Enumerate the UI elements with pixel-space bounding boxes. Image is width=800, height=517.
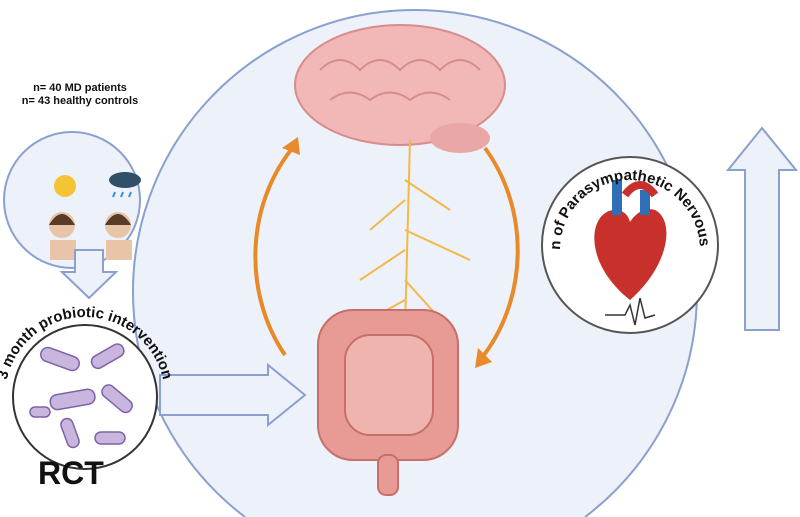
rain-cloud-icon [109, 172, 141, 198]
person-happy-icon [49, 212, 76, 260]
sample-size-label: n= 40 MD patients n= 43 healthy controls [20, 82, 140, 108]
controls-count: n= 43 healthy controls [21, 95, 139, 107]
heart-icon [594, 180, 667, 300]
patients-count: n= 40 MD patients [33, 82, 127, 94]
down-arrow-icon [59, 249, 119, 300]
brain-icon [294, 24, 506, 153]
up-arrow-icon [725, 126, 799, 331]
gut-to-brain-arrow [253, 143, 297, 357]
vagus-nerve-icon [349, 139, 471, 331]
sun-icon [54, 175, 76, 197]
participants-circle [3, 131, 141, 269]
ecg-icon [605, 297, 656, 326]
brain-to-gut-arrow [478, 146, 520, 362]
arrowhead-icon [282, 137, 300, 155]
arrowhead-icon [475, 348, 492, 368]
intestine-icon [317, 309, 459, 496]
right-arrow-icon [159, 362, 307, 428]
person-sad-icon [105, 212, 132, 260]
bacteria-icon [29, 343, 133, 449]
study-design-label: RCT [38, 455, 104, 491]
